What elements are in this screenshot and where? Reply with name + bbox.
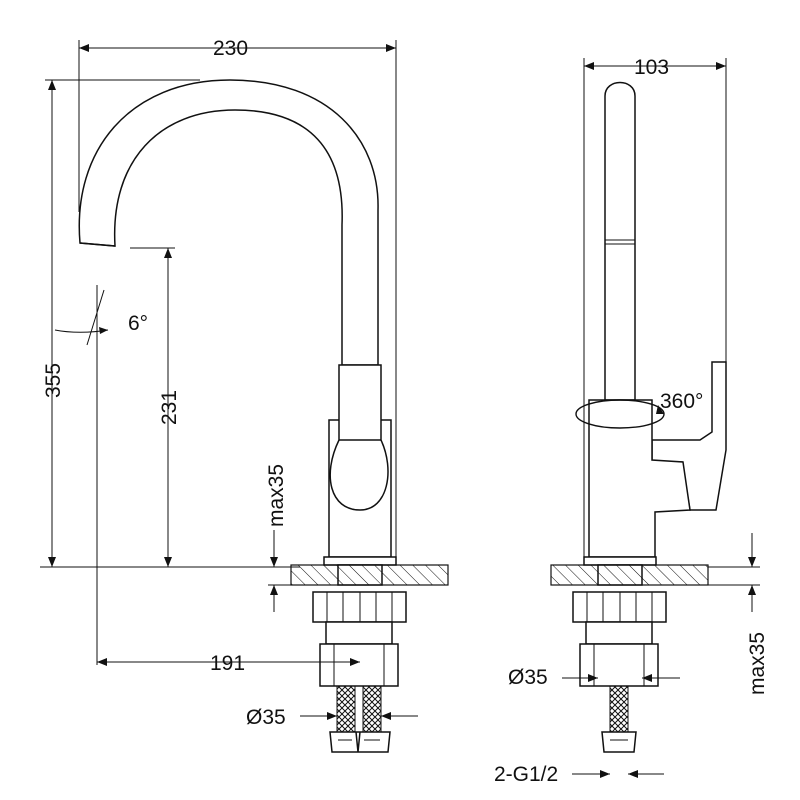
side-body [588,399,691,558]
dim-deck-max-front: max35 [265,464,288,527]
dim-width-230: 230 [213,37,248,60]
dim-hole-diameter-front: Ø35 [246,706,286,729]
dim-rotation-360: 360° [660,390,703,413]
side-hose [609,685,629,733]
front-spout [78,79,379,366]
dim-depth-103: 103 [634,56,669,79]
dim-height-355: 355 [42,363,65,398]
dim-deck-max-side: max35 [746,632,769,695]
dim-connection-thread: 2-G1/2 [494,763,558,786]
dim-spout-height-231: 231 [158,390,181,425]
side-spout [604,81,636,401]
front-dimensions: 230 355 231 6° 191 max35 Ø35 [40,37,418,729]
side-dimensions: 103 360° Ø35 max35 2-G1/2 [494,56,769,786]
dim-spout-angle: 6° [128,312,148,335]
front-hose-right [362,685,382,733]
dim-hole-diameter-side: Ø35 [508,666,548,689]
side-deck [550,564,709,586]
front-view [78,79,449,753]
side-view [550,81,727,753]
front-lever-handle [329,364,389,511]
front-deck [290,564,449,586]
front-hose-left [336,685,356,733]
dim-reach-191: 191 [210,652,245,675]
